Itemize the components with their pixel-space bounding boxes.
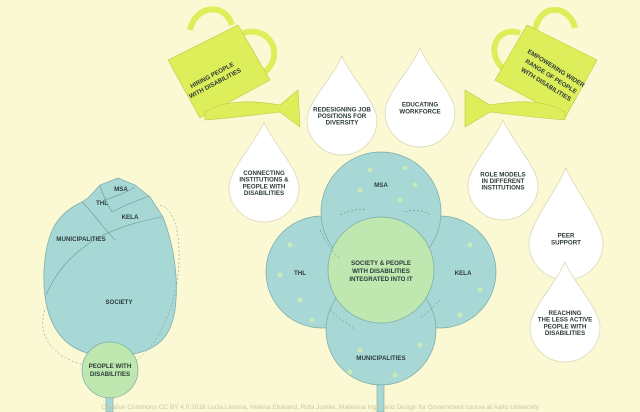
- bud-layer-thl: THL: [96, 200, 108, 207]
- drop-label-line: INSTITUTIONS: [482, 185, 525, 192]
- drop-shape: [228, 121, 300, 223]
- drop-shape: [467, 119, 539, 221]
- petal-label-msa: MSA: [374, 182, 388, 189]
- bud-layer-kela: KELA: [122, 214, 139, 221]
- bud-layer-msa: MSA: [114, 186, 128, 193]
- watering-can-empowering: EMPOWERING WIDER RANGE OF PEOPLE WITH DI…: [464, 6, 598, 128]
- credit-text: Creative Commons CC BY 4.0 2018 Lucia Ll…: [101, 404, 539, 411]
- watering-can-hiring: HIRING PEOPLE WITH DISABILITIES: [167, 6, 301, 128]
- drop-shape: [528, 167, 604, 281]
- drop-label-line: PEER: [558, 233, 575, 240]
- center-label-line1: SOCIETY & PEOPLE: [351, 260, 411, 267]
- center-label-line3: INTEGRATED INTO IT: [349, 276, 413, 283]
- drop-label-line: REDESIGNING JOB: [313, 106, 371, 113]
- drop-label-line: DISABILITIES: [244, 190, 284, 197]
- center-label-line2: WITH DISABILITIES: [352, 268, 410, 275]
- bud-layer-society: SOCIETY: [105, 299, 133, 306]
- center-circle: [327, 216, 435, 324]
- drop-label-line: DISABILITIES: [545, 330, 585, 337]
- drop-label-line: EDUCATING: [402, 102, 439, 109]
- petal-label-municipalities: MUNICIPALITIES: [356, 355, 405, 362]
- drop-label-line: PEOPLE WITH: [243, 183, 286, 190]
- drop-label-line: DIVERSITY: [326, 120, 360, 127]
- drop-label-line: THE LESS ACTIVE: [538, 317, 592, 324]
- drop-label-line: SUPPORT: [551, 239, 581, 246]
- left-bud-diagram: MSA THL KELA MUNICIPALITIES SOCIETY PEOP…: [42, 177, 180, 412]
- bud-shape: [43, 177, 177, 357]
- drop-label-line: POSITIONS FOR: [318, 113, 367, 120]
- drop-label-line: CONNECTING: [243, 170, 285, 177]
- petal-dots: [277, 165, 483, 378]
- bud-layer-municipalities: MUNICIPALITIES: [56, 236, 105, 243]
- drop-label-line: REACHING: [548, 310, 581, 317]
- drop-label-line: ROLE MODELS: [480, 171, 525, 178]
- flower-diagram: MSA THL KELA MUNICIPALITIES SOCIETY & PE…: [265, 151, 497, 412]
- drop-shape: [306, 55, 378, 156]
- drop-shape: [529, 261, 601, 363]
- drop-label-line: IN DIFFERENT: [482, 178, 525, 185]
- drop-label-line: WORKFORCE: [399, 108, 440, 115]
- petal-label-kela: KELA: [455, 270, 472, 277]
- drop-label-line: INSTITUTIONS &: [239, 177, 289, 184]
- drop-label-line: PEOPLE WITH: [544, 323, 587, 330]
- people-with-disabilities-circle: [81, 341, 139, 399]
- bud-root-line2: DISABILITIES: [90, 371, 130, 378]
- bud-root-line1: PEOPLE WITH: [89, 363, 132, 370]
- drop-shape: [384, 47, 456, 148]
- petal-label-thl: THL: [294, 270, 306, 277]
